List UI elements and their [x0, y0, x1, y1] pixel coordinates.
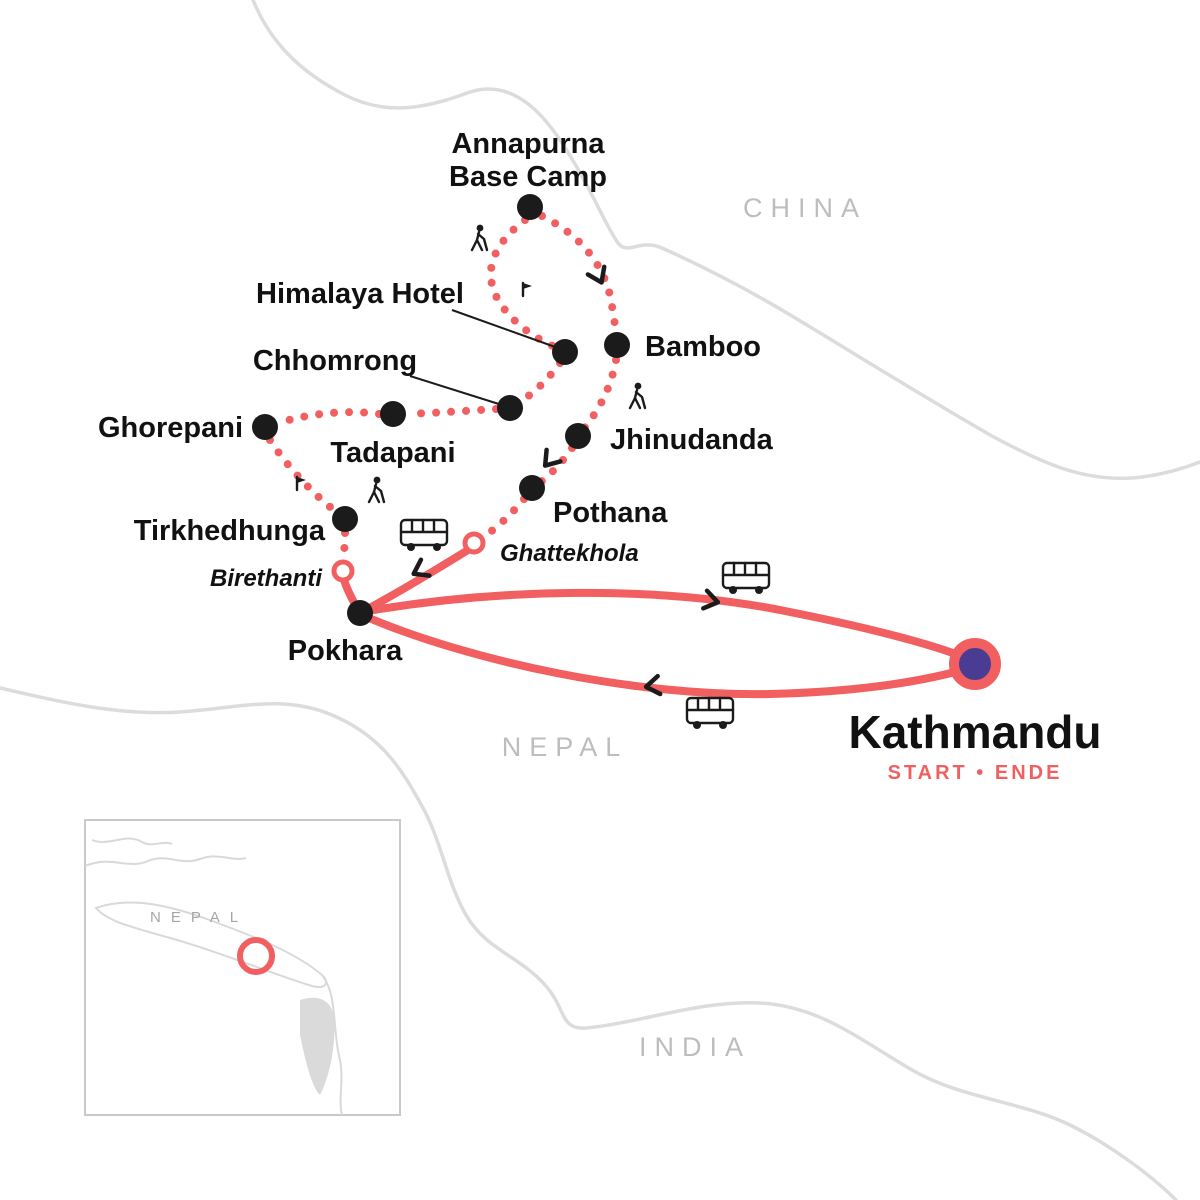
segment-ghattekhola-pokhara: [358, 546, 472, 616]
segment-tadapani-ghorepani: [274, 408, 383, 427]
inset-region-shape: [300, 997, 335, 1095]
stop-chhomrong: Chhomrong: [253, 345, 523, 421]
stop-label: Tirkhedhunga: [134, 515, 326, 547]
stop-label: Annapurna: [451, 128, 605, 160]
stop-label: Birethanti: [210, 565, 323, 592]
segment-tirkhedhunga-birethanti: [339, 529, 349, 564]
inset-region-label-nepal: NEPAL: [150, 909, 248, 926]
stop-bamboo: Bamboo: [604, 331, 761, 363]
start-end-sublabel: START • ENDE: [888, 762, 1063, 784]
chevron-arrow-icon: [411, 557, 432, 578]
start-end-marker: [949, 638, 1001, 690]
stop-himalaya-hotel: Himalaya Hotel: [256, 278, 578, 365]
china-border-line: [251, 0, 1200, 481]
stop-dot: [347, 600, 373, 626]
stop-dot: [519, 475, 545, 501]
inset-nepal-outline: [94, 901, 328, 988]
stop-label: Himalaya Hotel: [256, 278, 464, 310]
hiker-icon: [367, 476, 386, 504]
stop-dot: [332, 506, 358, 532]
stop-dot: [552, 339, 578, 365]
stop-annapurna-base-camp: Annapurna Base Camp: [449, 128, 607, 220]
stop-dot: [517, 194, 543, 220]
stop-label: Base Camp: [449, 161, 607, 193]
stop-jhinudanda: Jhinudanda: [565, 423, 774, 456]
india-border-line: [0, 686, 1178, 1200]
stop-dot: [252, 414, 278, 440]
chevron-arrow-icon: [701, 588, 721, 611]
bus-icon: [399, 518, 449, 551]
segment-pothana-ghattekhola: [478, 495, 528, 542]
inset-border-line: [91, 837, 173, 846]
segment-himalaya-chhomrong: [509, 359, 564, 410]
chhomrong-pointer-line: [409, 375, 503, 406]
stop-kathmandu-start-end: Kathmandu START • ENDE: [849, 638, 1102, 784]
segment-abc-himalaya: [486, 216, 566, 354]
stop-dot: [497, 395, 523, 421]
bus-icon: [685, 696, 735, 729]
stop-open-circle: [331, 559, 355, 583]
stop-ghattekhola: Ghattekhola: [462, 531, 639, 567]
flag-icon: [521, 281, 532, 298]
hiker-icon: [628, 382, 647, 410]
stop-tirkhedhunga: Tirkhedhunga: [134, 506, 358, 547]
chevron-arrow-icon: [542, 447, 563, 468]
stop-label: Pothana: [553, 497, 668, 529]
region-label-china: CHINA: [743, 193, 867, 223]
stop-label: Tadapani: [330, 437, 455, 469]
stop-dot: [565, 423, 591, 449]
chevron-arrow-icon: [643, 673, 663, 697]
segment-bamboo-jhinudanda: [576, 356, 620, 437]
stop-birethanti: Birethanti: [210, 559, 355, 592]
inset-location-ring: [237, 937, 275, 975]
inset-locator-map: NEPAL: [84, 819, 401, 1116]
stop-label: Pokhara: [288, 635, 403, 667]
bus-icon: [721, 561, 771, 594]
stop-pokhara: Pokhara: [288, 600, 403, 667]
segment-abc-bamboo: [538, 212, 621, 346]
segment-pokhara-kathmandu-outbound: [358, 588, 977, 665]
stop-dot: [380, 401, 406, 427]
region-label-india: INDIA: [639, 1032, 751, 1062]
inset-border-line: [84, 855, 247, 867]
drive-route-solid: [340, 546, 977, 699]
city-label-kathmandu: Kathmandu: [849, 706, 1102, 758]
chevron-arrow-icon: [585, 264, 607, 285]
stop-label: Ghorepani: [98, 412, 243, 444]
segment-chhomrong-tadapani: [403, 405, 500, 418]
segment-ghorepani-tirkhedhunga: [266, 436, 342, 517]
stop-pothana: Pothana: [519, 475, 668, 529]
stop-label: Chhomrong: [253, 345, 417, 377]
direction-arrows: [411, 264, 721, 697]
segment-kathmandu-pokhara-return: [358, 611, 977, 699]
stop-ghorepani: Ghorepani: [98, 412, 278, 444]
region-label-nepal: NEPAL: [502, 732, 629, 762]
stop-tadapani: Tadapani: [330, 401, 456, 469]
stop-label: Jhinudanda: [610, 424, 774, 456]
stop-label: Ghattekhola: [500, 540, 639, 567]
hiker-icon: [470, 224, 489, 252]
flag-icon: [295, 475, 306, 492]
stop-label: Bamboo: [645, 331, 761, 363]
inset-border-line: [321, 974, 343, 1116]
stop-dot: [604, 332, 630, 358]
stop-open-circle: [462, 531, 486, 555]
himalaya-hotel-pointer-line: [451, 309, 559, 349]
